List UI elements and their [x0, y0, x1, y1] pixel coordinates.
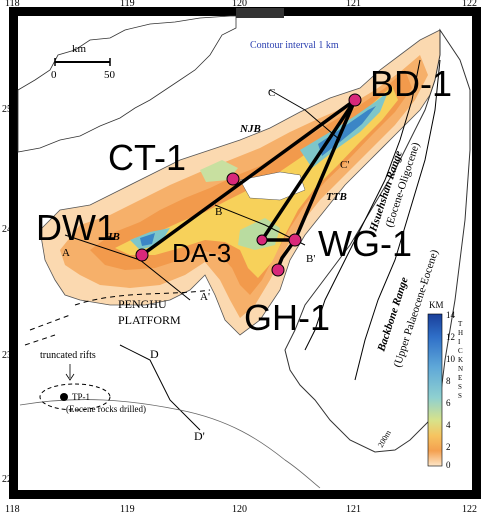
colorbar-tick-2: 2	[446, 442, 451, 452]
lon-label-121-bottom: 121	[346, 504, 361, 515]
lon-label-121: 121	[346, 0, 361, 9]
basin-ttb-label: TTB	[326, 191, 347, 203]
well-marker-wg1	[288, 233, 302, 247]
well-label-da3: DA-3	[172, 238, 231, 268]
section-c-label: C	[268, 87, 275, 99]
well-label-gh1: GH-1	[244, 297, 330, 338]
lat-label-22: 22	[2, 474, 12, 485]
well-marker-da3	[256, 234, 268, 246]
section-c-prime-label: C'	[340, 159, 349, 171]
scale-fifty: 50	[104, 69, 116, 81]
lon-label-120-bottom: 120	[232, 504, 247, 515]
colorbar-tick-14: 14	[446, 310, 456, 320]
top-inset-block	[236, 8, 284, 18]
section-d-label: D	[150, 347, 159, 361]
contour-note: Contour interval 1 km	[250, 40, 339, 51]
lon-label-122: 122	[462, 0, 477, 9]
section-d-prime-label: D'	[194, 429, 205, 443]
colorbar-tick-12: 12	[446, 332, 455, 342]
taiwan-outline	[284, 28, 471, 453]
lon-label-119-bottom: 119	[120, 504, 135, 515]
colorbar-gradient	[427, 313, 443, 467]
rifts-legend: truncated rifts TP-1 (Eocene rocks drill…	[39, 350, 146, 414]
section-a-label: A	[62, 247, 70, 259]
well-label-ct1: CT-1	[108, 137, 186, 178]
well-label-bd1: BD-1	[370, 63, 452, 104]
scale-unit: km	[72, 43, 87, 55]
colorbar-tick-0: 0	[446, 460, 451, 470]
colorbar-tick-8: 8	[446, 376, 451, 386]
rifts-legend-drilled: (Eocene rocks drilled)	[66, 404, 146, 414]
well-marker-dw1	[135, 248, 149, 262]
lon-label-119: 119	[120, 0, 135, 9]
frame-right-ticks	[472, 8, 480, 498]
rifts-legend-label: truncated rifts	[40, 350, 96, 361]
colorbar-tick-4: 4	[446, 420, 451, 430]
scale-bar: km 0 50	[51, 43, 116, 81]
platform-boundary	[24, 289, 211, 346]
lat-label-23: 23	[2, 350, 12, 361]
well-label-wg1: WG-1	[318, 223, 412, 264]
colorbar-unit: KM	[429, 300, 444, 310]
frame-left-ticks	[10, 8, 18, 498]
lon-label-118-bottom: 118	[5, 504, 20, 515]
china-coast	[17, 15, 237, 153]
frame-bottom-ticks	[10, 490, 480, 498]
colorbar-tick-6: 6	[446, 398, 451, 408]
rifts-legend-well: TP-1	[72, 392, 90, 402]
lat-label-25: 25	[2, 104, 12, 115]
basin-hb-label: HB	[103, 231, 120, 243]
well-label-dw1: DW1	[36, 207, 116, 248]
fault-lines	[304, 59, 441, 381]
section-a-prime-label: A'	[200, 291, 210, 303]
section-b-prime-label: B'	[306, 253, 315, 265]
depth-contour	[19, 399, 321, 489]
colorbar-tick-10: 10	[446, 354, 456, 364]
lat-label-24: 24	[2, 224, 12, 235]
platform-line1: PENGHU	[118, 297, 167, 311]
lon-label-122-bottom: 122	[462, 504, 477, 515]
section-b-label: B	[215, 206, 222, 218]
well-marker-ct1	[226, 172, 240, 186]
basin-njb-label: NJB	[239, 123, 261, 135]
wells	[135, 93, 362, 277]
platform-line2: PLATFORM	[118, 313, 181, 327]
lon-label-118: 118	[5, 0, 20, 9]
scale-zero: 0	[51, 69, 57, 81]
lon-label-120: 120	[232, 0, 247, 9]
well-marker-bd1	[348, 93, 362, 107]
well-marker-gh1	[271, 263, 285, 277]
